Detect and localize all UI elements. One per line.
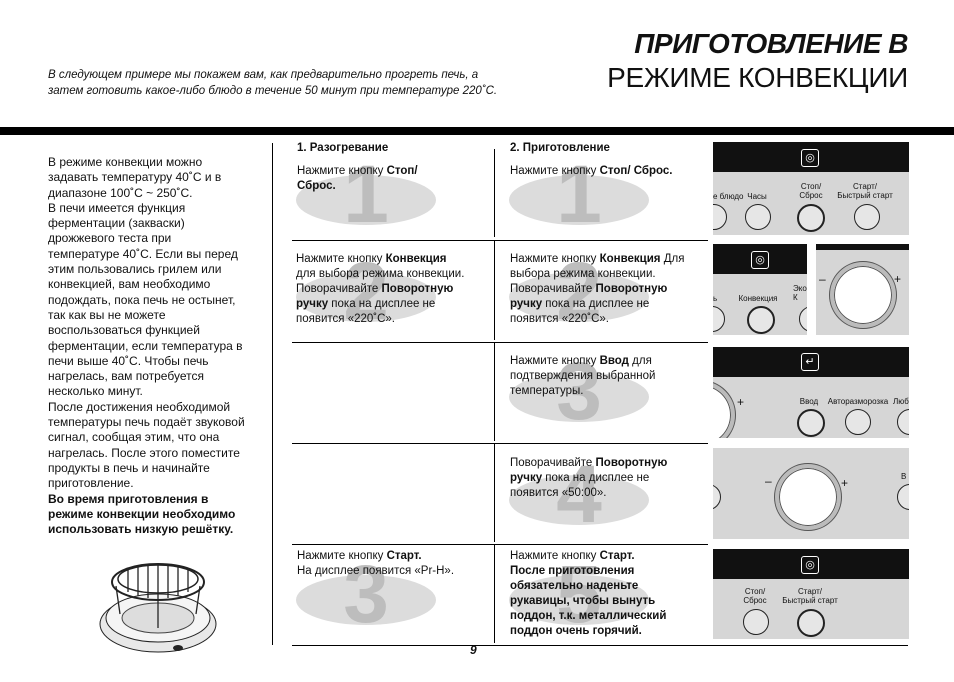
- page-title-line1: ПРИГОТОВЛЕНИЕ В: [634, 28, 908, 59]
- step-preheat-convection: Нажмите кнопку Конвекция для выбора режи…: [296, 253, 465, 325]
- step-cook-time: Поворачивайте Поворотную ручку пока на д…: [510, 457, 668, 499]
- step-number: 2: [296, 251, 436, 333]
- sidebar-line: ферментации, если температура в: [48, 338, 243, 353]
- dial-panel-time: – + В: [713, 448, 909, 539]
- button[interactable]: [713, 484, 721, 510]
- defrost-button[interactable]: [845, 409, 871, 435]
- left-divider: [272, 143, 273, 645]
- sidebar-line: температуры печь подаёт звуковой: [48, 415, 245, 430]
- column-divider: [494, 149, 495, 237]
- sidebar-line: дрожжевого теста при: [48, 231, 172, 246]
- step-number: 1: [296, 154, 436, 236]
- page-title-line2: РЕЖИМЕ КОНВЕКЦИИ: [607, 62, 908, 93]
- sidebar-line: ферментации (закваски): [48, 216, 185, 231]
- sidebar-line: нагрелась. После этого поместите: [48, 445, 240, 460]
- convection-display-icon: ◎: [801, 149, 819, 167]
- enter-display-icon: ↵: [801, 353, 819, 371]
- sidebar-line: приготовление.: [48, 476, 134, 491]
- sidebar-line: подождать, пока печь не остынет,: [48, 292, 236, 307]
- sidebar-line: температуре 40˚С. Если вы перед: [48, 246, 238, 261]
- rotary-dial[interactable]: [775, 464, 841, 530]
- button[interactable]: [897, 484, 909, 510]
- control-panel-start: ◎ Стоп/Сброс Старт/Быстрый старт: [713, 549, 909, 639]
- convection-button[interactable]: [747, 306, 775, 334]
- clock-button[interactable]: [745, 204, 771, 230]
- row-separator: [292, 240, 708, 241]
- sidebar-line: нагрелась, вам потребуется: [48, 369, 204, 384]
- step-number: 3: [296, 554, 436, 636]
- step-cook-stop: Нажмите кнопку Стоп/ Сброс.: [510, 165, 673, 177]
- step-number: 5: [509, 554, 649, 636]
- sidebar-line: В печи имеется функция: [48, 200, 186, 215]
- page-number: 9: [470, 643, 477, 657]
- step-number: 2: [509, 251, 649, 333]
- sidebar-line: печи выше 40˚С. Чтобы печь: [48, 353, 209, 368]
- bottom-rule: [292, 645, 908, 646]
- header-rule: [0, 127, 954, 135]
- step-cook-convection: Нажмите кнопку Конвекция Для выбора режи…: [510, 253, 685, 325]
- sidebar-line: В режиме конвекции можно: [48, 155, 203, 169]
- control-panel-stop: ◎ е блюдо Часы Стоп/Сброс Старт/Быстрый …: [713, 142, 909, 235]
- rotary-dial[interactable]: [830, 262, 896, 328]
- column-header-preheat: 1. Разогревание: [297, 142, 389, 154]
- sidebar-line: сигнал, сообщая этим, что она: [48, 430, 220, 445]
- step-cook-enter: Нажмите кнопку Ввод для подтверждения вы…: [510, 355, 656, 397]
- button[interactable]: [799, 306, 807, 332]
- sidebar-line: задавать температуру 40˚С и в: [48, 170, 222, 185]
- step-cook-start: Нажмите кнопку Старт. После приготовлени…: [510, 550, 667, 637]
- intro-text: В следующем примере мы покажем вам, как …: [48, 69, 498, 97]
- button[interactable]: [897, 409, 909, 435]
- rotary-dial[interactable]: [713, 381, 735, 438]
- sidebar-bold-line: режиме конвекции необходимо: [48, 506, 236, 521]
- step-preheat-start: Нажмите кнопку Старт. На дисплее появитс…: [297, 550, 455, 577]
- stop-reset-button[interactable]: [797, 204, 825, 232]
- step-number: 3: [509, 351, 649, 433]
- sidebar-line: несколько минут.: [48, 384, 143, 399]
- enter-button[interactable]: [797, 409, 825, 437]
- sidebar-line: так как вы не можете: [48, 307, 166, 322]
- sidebar-line: диапазоне 100˚С ~ 250˚С.: [48, 185, 193, 200]
- low-rack-illustration: [99, 563, 217, 653]
- column-header-cooking: 2. Приготовление: [510, 142, 610, 154]
- convection-display-icon: ◎: [801, 556, 819, 574]
- sidebar-line: этим пользовались грилем или: [48, 262, 222, 277]
- start-button[interactable]: [797, 609, 825, 637]
- sidebar-line: конвекцией, вам необходимо: [48, 277, 211, 292]
- step-preheat-stop: Нажмите кнопку Стоп/Сброс.: [297, 165, 418, 192]
- sidebar-line: продукты в печь и начинайте: [48, 460, 210, 475]
- button[interactable]: [713, 204, 727, 230]
- step-number: 1: [509, 154, 649, 236]
- step-number: 4: [509, 454, 649, 536]
- dial-panel: – +: [816, 244, 909, 335]
- sidebar-bold-line: Во время приготовления в: [48, 491, 209, 506]
- convection-display-icon: ◎: [751, 251, 769, 269]
- sidebar-line: воспользоваться функцией: [48, 323, 200, 338]
- start-button[interactable]: [854, 204, 880, 230]
- sidebar-line: После достижения необходимой: [48, 399, 231, 414]
- stop-reset-button[interactable]: [743, 609, 769, 635]
- control-panel-enter: ↵ + Ввод Авторазморозка Люб: [713, 347, 909, 438]
- sidebar-bold-line: использовать низкую решётку.: [48, 522, 234, 537]
